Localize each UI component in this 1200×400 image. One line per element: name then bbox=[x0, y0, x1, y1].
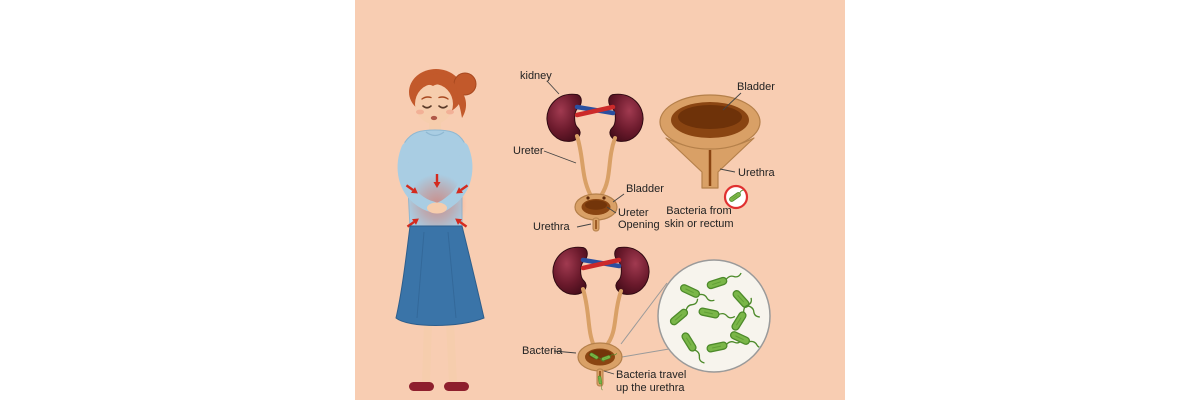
shoe-right bbox=[444, 382, 469, 391]
label-bladder: Bladder bbox=[626, 183, 664, 195]
bladder-urine bbox=[585, 200, 607, 210]
leader-urethra bbox=[576, 223, 592, 228]
ureter-right bbox=[600, 136, 617, 196]
label-kidney: kidney bbox=[520, 70, 552, 82]
ureter-right bbox=[604, 289, 623, 348]
closed-eye-right bbox=[438, 105, 448, 109]
zoom-line-top bbox=[620, 282, 668, 345]
hands bbox=[427, 202, 447, 214]
label-bacteria-source-line2: skin or rectum bbox=[664, 218, 733, 230]
lower-urinary-diagram: Bacteria Bacteria travel up the urethra bbox=[522, 246, 686, 394]
eyebrow-right bbox=[438, 96, 449, 100]
upper-urinary-diagram: kidney Ureter Bladder Ureter Opening Ure… bbox=[513, 70, 664, 233]
ureter-left bbox=[581, 287, 596, 348]
face bbox=[415, 84, 453, 124]
skirt-fold bbox=[416, 231, 425, 319]
leader-bladder bbox=[612, 193, 625, 203]
ureter-left bbox=[575, 134, 592, 196]
bladder-closeup: Bladder Urethra Bacteria from skin or re… bbox=[659, 81, 776, 230]
renal-artery bbox=[574, 104, 616, 118]
renal-artery bbox=[580, 257, 622, 271]
skirt-fold bbox=[447, 231, 457, 319]
ureter-opening-dot bbox=[602, 196, 606, 200]
leader-ureter bbox=[543, 150, 577, 164]
woman-illustration bbox=[395, 69, 485, 391]
leader-kidney bbox=[546, 80, 560, 95]
label-bacteria-source-line1: Bacteria from bbox=[666, 205, 731, 217]
label-bladder-detail: Bladder bbox=[737, 81, 775, 93]
leader-travel bbox=[603, 370, 615, 375]
label-ureter-opening-line2: Opening bbox=[618, 219, 660, 231]
closed-eye-left bbox=[422, 105, 432, 109]
label-urethra: Urethra bbox=[533, 221, 571, 233]
collar bbox=[425, 131, 445, 137]
shoe-left bbox=[409, 382, 434, 391]
label-urethra-detail: Urethra bbox=[738, 167, 776, 179]
leader-urethra-detail bbox=[719, 168, 736, 173]
bacteria-magnifier bbox=[657, 259, 771, 373]
leg-left bbox=[422, 318, 432, 387]
eyebrow-left bbox=[421, 96, 432, 100]
blush-left bbox=[416, 109, 424, 115]
label-travel-line2: up the urethra bbox=[616, 382, 685, 394]
label-ureter: Ureter bbox=[513, 145, 544, 157]
hair-fringe bbox=[413, 73, 458, 101]
mouth bbox=[430, 115, 438, 121]
bladder-urine-surface bbox=[678, 105, 742, 129]
leader-bacteria bbox=[553, 350, 577, 354]
label-ureter-opening-line1: Ureter bbox=[618, 207, 649, 219]
blush-right bbox=[446, 109, 454, 115]
leader-bladder-detail bbox=[722, 92, 742, 111]
leader-ureter-opening bbox=[606, 206, 617, 214]
label-travel-line1: Bacteria travel bbox=[616, 369, 686, 381]
leg-right bbox=[446, 318, 457, 387]
zoom-line-bottom bbox=[621, 348, 670, 358]
label-bacteria: Bacteria bbox=[522, 345, 563, 357]
ureter-opening-dot bbox=[586, 196, 590, 200]
